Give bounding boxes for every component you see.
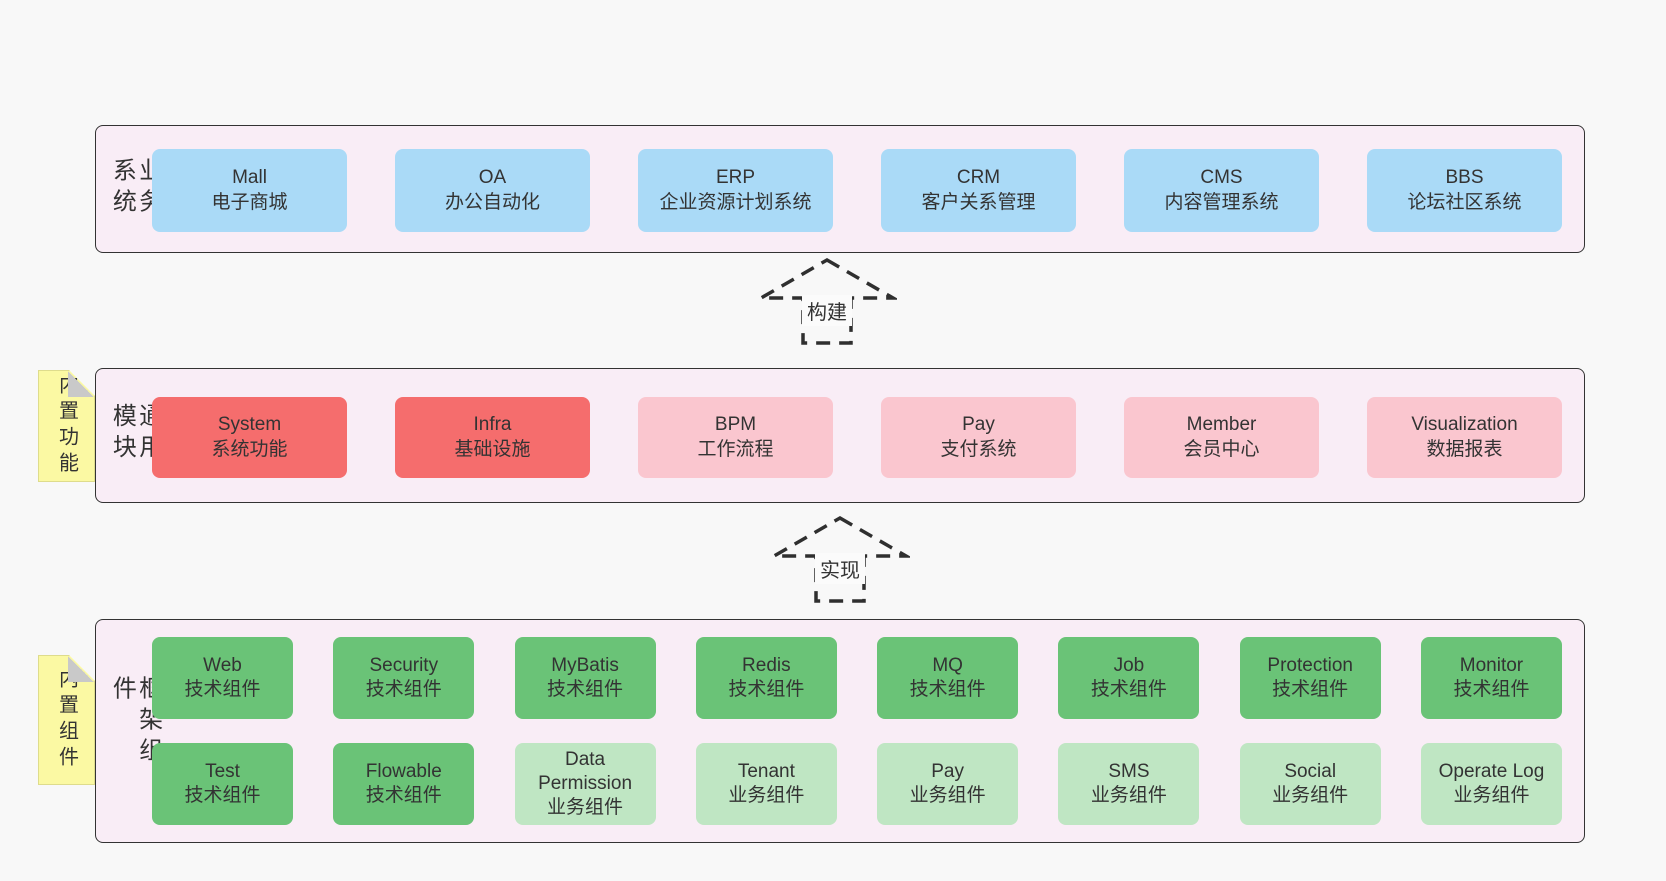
arrow-implement-label: 实现 [815, 553, 865, 584]
sticky-note-label: 内置功能 [55, 374, 78, 478]
node-system: System 系统功能 [152, 397, 347, 478]
node-pay-component: Pay 业务组件 [877, 743, 1019, 825]
node-oa: OA 办公自动化 [395, 149, 590, 232]
node-test: Test 技术组件 [152, 743, 293, 825]
up-arrow-shape [770, 515, 910, 603]
node-social: Social 业务组件 [1239, 743, 1381, 825]
components-box-row-1: Web 技术组件 Security 技术组件 MyBatis 技术组件 Redi… [152, 637, 1562, 719]
node-cms: CMS 内容管理系统 [1124, 149, 1319, 232]
node-job: Job 技术组件 [1058, 637, 1200, 719]
modules-box-row: System 系统功能 Infra 基础设施 BPM 工作流程 Pay 支付系统… [152, 397, 1562, 478]
node-protection: Protection 技术组件 [1239, 637, 1381, 719]
sticky-note-built-in-components: 内置组件 [38, 655, 95, 785]
arrow-build: 构建 [757, 257, 897, 346]
node-redis: Redis 技术组件 [695, 637, 837, 719]
node-monitor: Monitor 技术组件 [1420, 637, 1562, 719]
node-data-permission: Data Permission 业务组件 [514, 743, 656, 825]
node-sms: SMS 业务组件 [1058, 743, 1200, 825]
node-web: Web 技术组件 [152, 637, 293, 719]
node-erp: ERP 企业资源计划系统 [638, 149, 833, 232]
node-visualization: Visualization 数据报表 [1367, 397, 1562, 478]
components-box-row-2: Test 技术组件 Flowable 技术组件 Data Permission … [152, 743, 1562, 825]
node-mq: MQ 技术组件 [877, 637, 1019, 719]
arrow-build-label: 构建 [802, 295, 852, 326]
node-pay-module: Pay 支付系统 [881, 397, 1076, 478]
node-bpm: BPM 工作流程 [638, 397, 833, 478]
node-mybatis: MyBatis 技术组件 [514, 637, 656, 719]
node-crm: CRM 客户关系管理 [881, 149, 1076, 232]
panel-framework-components: 框架组件 Web 技术组件 Security 技术组件 MyBatis 技术组件… [95, 619, 1585, 843]
panel-common-modules: 通用模块 System 系统功能 Infra 基础设施 BPM 工作流程 Pay… [95, 368, 1585, 503]
node-operate-log: Operate Log 业务组件 [1420, 743, 1562, 825]
node-tenant: Tenant 业务组件 [695, 743, 837, 825]
up-arrow-shape [757, 257, 897, 345]
node-mall: Mall 电子商城 [152, 149, 347, 232]
node-bbs: BBS 论坛社区系统 [1367, 149, 1562, 232]
sticky-note-label: 内置组件 [55, 668, 78, 772]
node-security: Security 技术组件 [333, 637, 475, 719]
arrow-implement: 实现 [770, 515, 910, 604]
node-flowable: Flowable 技术组件 [333, 743, 475, 825]
node-infra: Infra 基础设施 [395, 397, 590, 478]
sticky-note-built-in-features: 内置功能 [38, 370, 95, 482]
business-box-row: Mall 电子商城 OA 办公自动化 ERP 企业资源计划系统 CRM 客户关系… [152, 149, 1562, 232]
node-member: Member 会员中心 [1124, 397, 1319, 478]
panel-business-systems: 业务系统 Mall 电子商城 OA 办公自动化 ERP 企业资源计划系统 CRM… [95, 125, 1585, 253]
